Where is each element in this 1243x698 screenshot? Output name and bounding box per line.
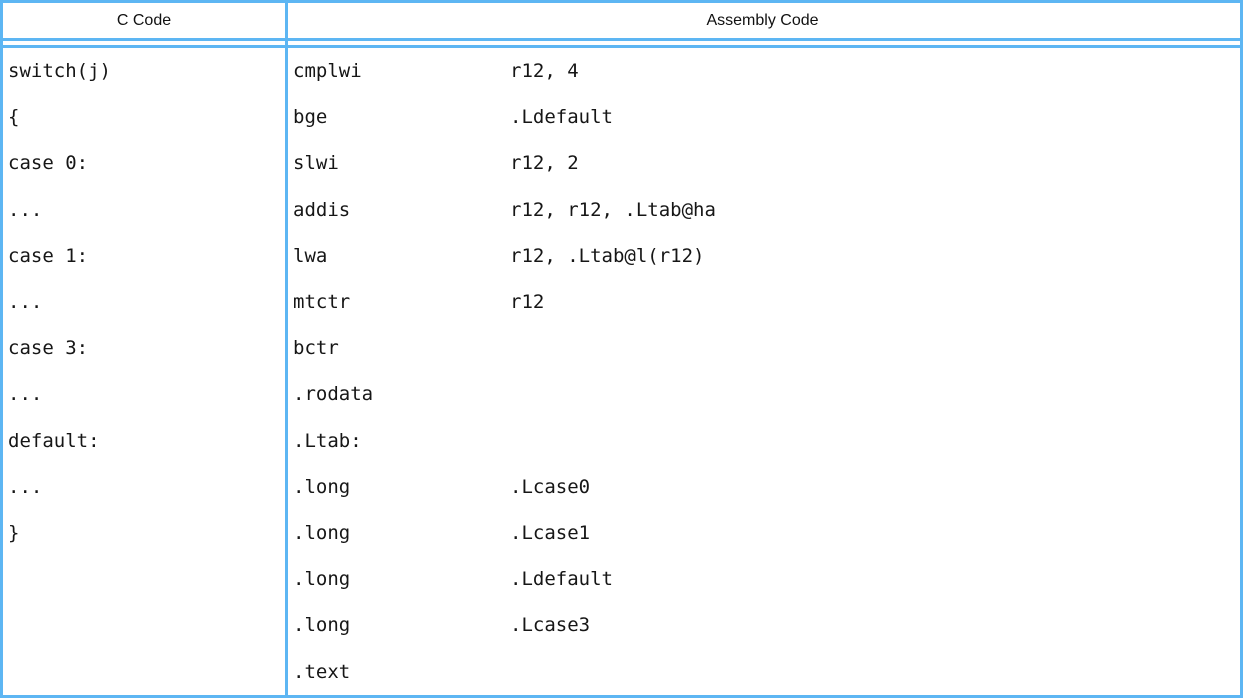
table-row: switch(j) cmplwi r12, 4	[3, 48, 1240, 94]
assembly-cell: mtctr r12	[285, 291, 1240, 313]
table-row: ... addis r12, r12, .Ltab@ha	[3, 187, 1240, 233]
c-code-cell: case 1:	[8, 244, 89, 267]
table-header: C Code Assembly Code	[3, 3, 1240, 38]
c-code-cell: ...	[8, 383, 43, 406]
asm-mnemonic: .long	[293, 521, 351, 544]
assembly-cell: cmplwi r12, 4	[285, 60, 1240, 82]
assembly-cell: addis r12, r12, .Ltab@ha	[285, 199, 1240, 221]
asm-mnemonic: cmplwi	[293, 60, 362, 83]
c-code-cell: default:	[8, 429, 100, 452]
asm-mnemonic: bctr	[293, 337, 339, 360]
asm-mnemonic: slwi	[293, 152, 339, 175]
table-row: case 3: bctr	[3, 325, 1240, 371]
assembly-cell: slwi r12, 2	[285, 152, 1240, 174]
asm-mnemonic: lwa	[293, 244, 328, 267]
assembly-cell: .long .Ldefault	[285, 568, 1240, 590]
c-code-cell: case 3:	[8, 337, 89, 360]
asm-mnemonic: .rodata	[293, 383, 374, 406]
assembly-cell: .Ltab:	[285, 430, 1240, 452]
assembly-cell: .long .Lcase1	[285, 522, 1240, 544]
table-row: .long .Ldefault	[3, 556, 1240, 602]
asm-operands: r12	[510, 291, 545, 314]
table-row: ... .long .Lcase0	[3, 464, 1240, 510]
assembly-cell: lwa r12, .Ltab@l(r12)	[285, 245, 1240, 267]
asm-mnemonic: .long	[293, 614, 351, 637]
assembly-cell: .rodata	[285, 383, 1240, 405]
table-row: .text	[3, 648, 1240, 694]
asm-operands: r12, .Ltab@l(r12)	[510, 244, 705, 267]
c-code-cell: }	[8, 521, 20, 544]
c-code-cell: {	[8, 106, 20, 129]
assembly-cell: bctr	[285, 337, 1240, 359]
asm-mnemonic: .long	[293, 568, 351, 591]
assembly-cell: .long .Lcase0	[285, 476, 1240, 498]
assembly-cell: .text	[285, 661, 1240, 683]
asm-mnemonic: .long	[293, 475, 351, 498]
table-row: ... mtctr r12	[3, 279, 1240, 325]
assembly-cell: .long .Lcase3	[285, 614, 1240, 636]
asm-operands: r12, 2	[510, 152, 579, 175]
table-row: { bge .Ldefault	[3, 94, 1240, 140]
header-double-rule-top	[3, 38, 1240, 41]
assembly-cell: bge .Ldefault	[285, 106, 1240, 128]
c-code-cell: ...	[8, 198, 43, 221]
c-code-cell: ...	[8, 291, 43, 314]
c-code-cell: ...	[8, 475, 43, 498]
asm-operands: r12, r12, .Ltab@ha	[510, 198, 716, 221]
header-double-rule-bottom	[3, 45, 1240, 48]
c-code-cell: case 0:	[8, 152, 89, 175]
asm-operands: .Lcase3	[510, 614, 591, 637]
asm-operands: .Lcase1	[510, 521, 591, 544]
asm-mnemonic: .Ltab:	[293, 429, 362, 452]
table-row: ... .rodata	[3, 371, 1240, 417]
c-code-cell: switch(j)	[8, 60, 111, 83]
asm-mnemonic: addis	[293, 198, 351, 221]
table-row: default: .Ltab:	[3, 418, 1240, 464]
table-row: case 0: slwi r12, 2	[3, 140, 1240, 186]
asm-operands: .Ldefault	[510, 568, 613, 591]
asm-mnemonic: .text	[293, 660, 351, 683]
asm-mnemonic: mtctr	[293, 291, 351, 314]
header-c-code: C Code	[116, 11, 172, 29]
asm-mnemonic: bge	[293, 106, 328, 129]
table-row: case 1: lwa r12, .Ltab@l(r12)	[3, 233, 1240, 279]
column-divider	[285, 3, 288, 695]
header-assembly-code: Assembly Code	[706, 11, 819, 29]
asm-operands: r12, 4	[510, 60, 579, 83]
table-row: .long .Lcase3	[3, 602, 1240, 648]
table-row: } .long .Lcase1	[3, 510, 1240, 556]
table-body: switch(j) cmplwi r12, 4 { bge .Ldefault ca…	[3, 48, 1240, 695]
asm-operands: .Lcase0	[510, 475, 591, 498]
asm-operands: .Ldefault	[510, 106, 613, 129]
